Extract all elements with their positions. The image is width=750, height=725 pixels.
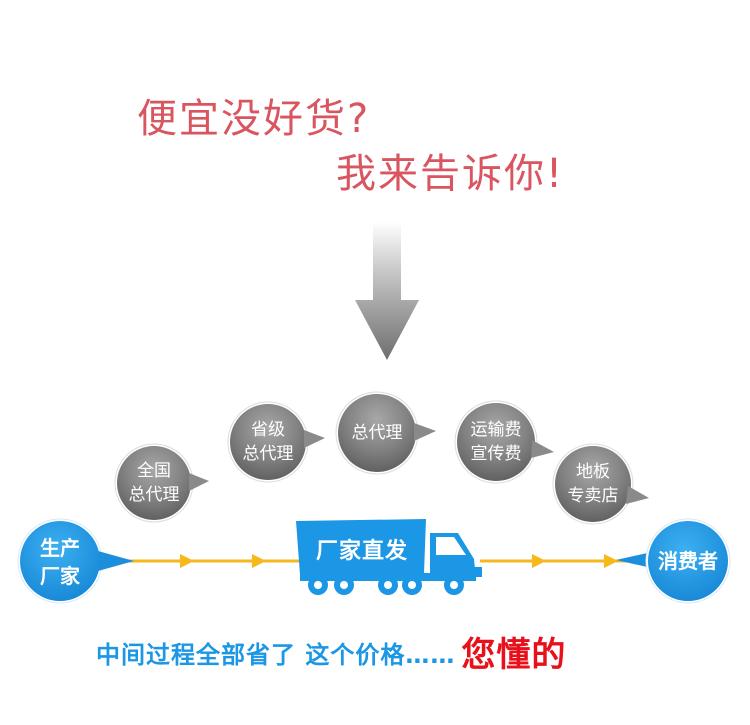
headline-line-1: 便宜没好货? [137,96,371,142]
bubble-label-4a: 运输费 [470,420,522,440]
bubble-label-1a: 全国 [137,461,171,481]
producer-label-2: 厂家 [40,564,80,588]
bubble-flooring-store: 地板 专卖店 [552,442,652,526]
producer-bubble: 生产 厂家 [17,518,136,605]
bubble-label-4b: 宣传费 [470,444,522,464]
bubble-label-2a: 省级 [251,420,285,440]
consumer-label: 消费者 [658,549,718,573]
truck-label: 厂家直发 [315,539,408,564]
flow-arrowhead-2 [252,554,266,568]
bottom-emphasis: 您懂的 [461,635,567,675]
bubble-transport-promotion: 运输费 宣传费 [454,400,557,484]
bubble-general-agent: 总代理 [335,391,440,475]
consumer-bubble: 消费者 [616,518,731,604]
headline-line-2: 我来告诉你! [336,151,565,197]
bottom-text: 中间过程全部省了 这个价格…… [96,641,456,669]
bubble-label-5a: 地板 [576,462,610,482]
bubble-label-2b: 总代理 [242,444,294,464]
bubble-label-3a: 总代理 [351,423,403,443]
truck-icon [296,519,482,595]
bubble-label-5b: 专卖店 [567,486,619,506]
flow-arrowhead-1 [180,554,194,568]
bubble-provincial-agent: 省级 总代理 [227,400,328,484]
down-arrow-icon [355,222,419,360]
bottom-tagline: 中间过程全部省了 这个价格……您懂的 [96,624,567,675]
truck: 厂家直发 [296,515,486,597]
producer-label-1: 生产 [40,536,80,560]
bubble-label-1b: 总代理 [128,485,180,505]
bubble-national-agent: 全国 总代理 [114,441,213,525]
flow-arrowhead-3 [532,554,546,568]
